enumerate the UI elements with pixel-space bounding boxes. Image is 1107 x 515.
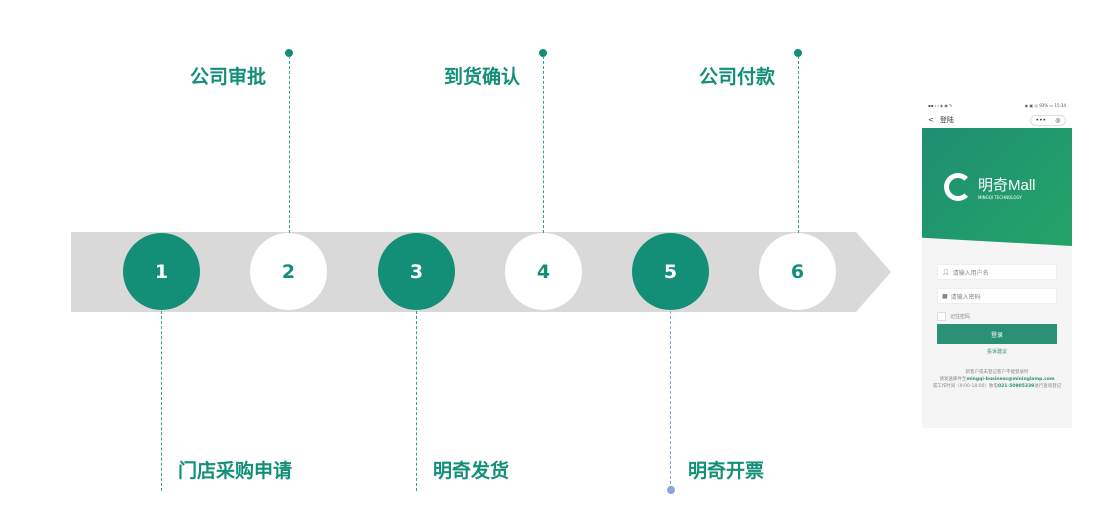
step-number: 1 xyxy=(154,260,169,283)
step-1-circle: 1 xyxy=(123,233,200,310)
connector-line xyxy=(289,56,290,233)
connector-dot xyxy=(539,49,547,57)
mini-program-capsule: ••• ◎ xyxy=(1030,114,1066,126)
brand-name: 明奇Mall xyxy=(978,177,1036,194)
step-number: 3 xyxy=(409,260,424,283)
step-number: 2 xyxy=(281,260,296,283)
remember-password-checkbox[interactable]: 记住密码 xyxy=(937,312,1057,321)
phone-number[interactable]: 021-50905339 xyxy=(997,384,1035,389)
password-placeholder: 请输入密码 xyxy=(950,293,981,301)
status-bar: ▪▪ ᵢₗ ᵢₗ ◈ ◉ ✎ ◉ ▣ ◎ 93% ▭ 15:34 xyxy=(922,101,1072,112)
logo-mark-icon xyxy=(944,173,972,201)
footer-note: 新客户或未登记客户不能登录时 请发送邮件至mingqi-business@min… xyxy=(922,369,1072,390)
email-link[interactable]: mingqi-business@mininglamp.com xyxy=(966,377,1055,382)
connector-line xyxy=(161,311,162,491)
step-5-label: 明奇开票 xyxy=(688,460,765,482)
connector-dot xyxy=(667,486,675,494)
connector-dot xyxy=(794,49,802,57)
checkbox-box[interactable] xyxy=(937,312,946,321)
step-1-label: 门店采购申请 xyxy=(178,460,293,482)
step-4-label: 到货确认 xyxy=(444,66,521,88)
step-number: 4 xyxy=(536,260,551,283)
user-icon: 👤︎ xyxy=(942,268,950,276)
footer-line: 进行查询登记 xyxy=(1034,384,1062,389)
nav-bar: < 登陆 ••• ◎ xyxy=(922,112,1072,128)
footer-line: 请发送邮件至 xyxy=(939,377,967,382)
step-3-circle: 3 xyxy=(378,233,455,310)
step-number: 6 xyxy=(790,260,805,283)
close-target-icon[interactable]: ◎ xyxy=(1055,116,1061,124)
back-icon[interactable]: < xyxy=(928,116,934,124)
connector-dot xyxy=(285,49,293,57)
password-input[interactable]: ■请输入密码 xyxy=(937,288,1057,304)
status-icons: ▪▪ ᵢₗ ᵢₗ ◈ ◉ ✎ xyxy=(928,103,953,108)
footer-line: 或工作时间（9:00-18:00）致电 xyxy=(932,384,998,389)
footer-line: 新客户或未登记客户不能登录时 xyxy=(965,370,1029,375)
connector-line xyxy=(543,56,544,233)
step-2-label: 公司审批 xyxy=(190,66,267,88)
step-5-circle: 5 xyxy=(632,233,709,310)
feedback-link[interactable]: 投诉建议 xyxy=(986,349,1007,355)
step-3-label: 明奇发货 xyxy=(433,460,510,482)
nav-title: 登陆 xyxy=(939,116,954,124)
step-4-circle: 4 xyxy=(505,233,582,310)
step-6-label: 公司付款 xyxy=(699,66,776,88)
remember-label: 记住密码 xyxy=(950,314,971,320)
step-2-circle: 2 xyxy=(250,233,327,310)
connector-line xyxy=(416,311,417,491)
brand-sub: MINGQI TECHNOLOGY xyxy=(978,195,1022,200)
process-arrow xyxy=(71,232,891,312)
step-number: 5 xyxy=(663,260,678,283)
username-placeholder: 请输入用户名 xyxy=(952,269,989,277)
username-input[interactable]: 👤︎请输入用户名 xyxy=(937,264,1057,280)
more-icon[interactable]: ••• xyxy=(1035,116,1047,124)
connector-line xyxy=(670,311,671,489)
status-time: ◉ ▣ ◎ 93% ▭ 15:34 xyxy=(1024,103,1066,108)
step-6-circle: 6 xyxy=(759,233,836,310)
login-phone-screenshot: ▪▪ ᵢₗ ᵢₗ ◈ ◉ ✎ ◉ ▣ ◎ 93% ▭ 15:34 < 登陆 •••… xyxy=(922,101,1072,428)
login-button[interactable]: 登录 xyxy=(937,324,1057,344)
connector-line xyxy=(798,56,799,233)
lock-icon: ■ xyxy=(942,292,948,300)
